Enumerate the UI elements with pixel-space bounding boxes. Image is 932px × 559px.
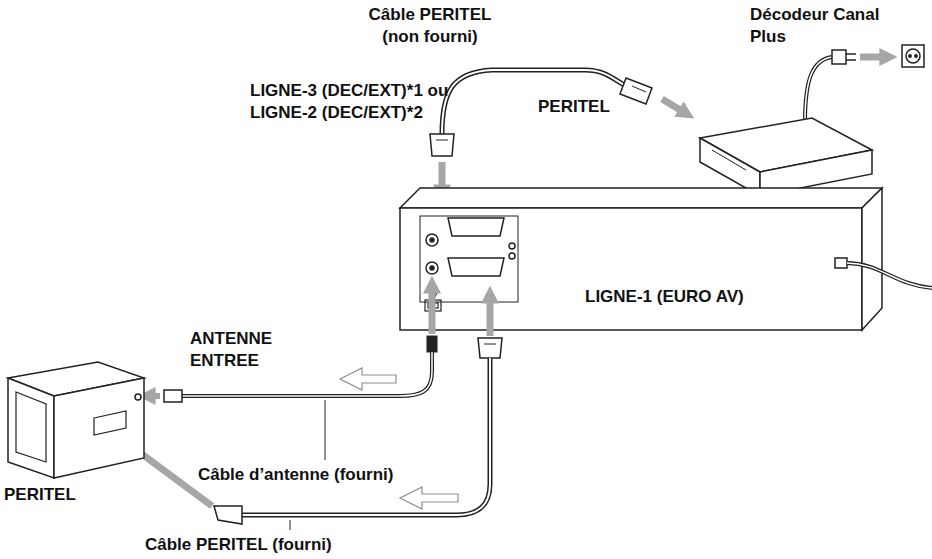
cable-label: Câble PERITEL (non fourni) <box>360 4 500 48</box>
scart-cable-tv <box>131 300 502 530</box>
decoder-power <box>805 45 924 122</box>
scart-cable-decoder <box>430 70 682 188</box>
cable-label: Câble d’antenne (fourni) <box>198 464 394 486</box>
antenna-cable <box>152 290 437 460</box>
connector-label: LIGNE-1 (EURO AV) <box>585 286 744 308</box>
device-label: Décodeur Canal Plus <box>750 4 915 48</box>
connector-label: PERITEL <box>4 484 76 506</box>
tv-set <box>8 362 144 478</box>
plug-label: PERITEL <box>538 96 610 118</box>
vcr-body <box>400 188 932 330</box>
decoder-box <box>700 118 872 196</box>
cable-label: Câble PERITEL (fourni) <box>145 534 332 556</box>
connector-label: ANTENNE ENTREE <box>190 328 300 372</box>
connector-label: LIGNE-3 (DEC/EXT)*1 ou LIGNE-2 (DEC/EXT)… <box>250 80 490 124</box>
